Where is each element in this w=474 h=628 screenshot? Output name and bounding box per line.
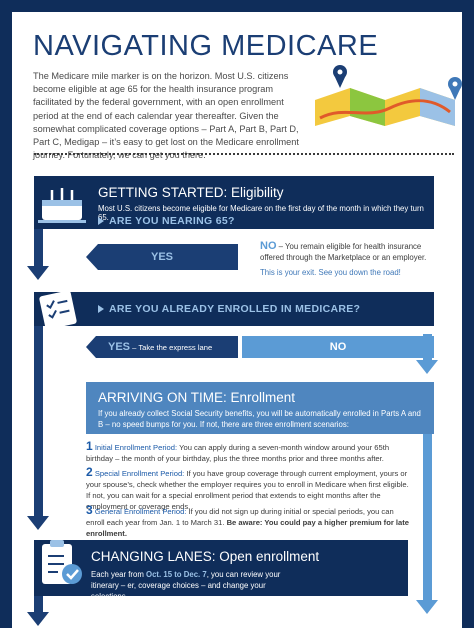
enrolled-banner: ARE YOU ALREADY ENROLLED IN MEDICARE? — [34, 292, 434, 326]
scenario-3: 3 General Enrollment Period: If you did … — [86, 503, 409, 538]
map-icon — [315, 65, 462, 126]
top-road-border — [0, 0, 474, 12]
enrollment-panel: ARRIVING ON TIME: Enrollment If you alre… — [86, 382, 434, 434]
yes-arrow-shape — [86, 336, 238, 358]
clipboard-check-icon — [42, 540, 82, 584]
section-subtext: If you already collect Social Security b… — [98, 409, 421, 429]
exit-text: This is your exit. See you down the road… — [260, 268, 401, 277]
arrow-down-icon — [27, 612, 49, 626]
question-already-enrolled: ARE YOU ALREADY ENROLLED IN MEDICARE? — [98, 303, 360, 315]
open-enrollment-banner: CHANGING LANES: Open enrollment Each yea… — [34, 540, 408, 601]
checklist-icon — [39, 290, 77, 330]
scenario-2: 2 Special Enrollment Period: If you have… — [86, 465, 409, 511]
right-road-border — [462, 0, 474, 628]
yes-label: YES — [150, 251, 173, 263]
question-nearing-65: ARE YOU NEARING 65? — [98, 215, 235, 227]
page-title: NAVIGATING MEDICARE — [33, 30, 379, 62]
eligibility-banner: GETTING STARTED: Eligibility Most U.S. c… — [34, 176, 434, 229]
open-enrollment-text: Each year from Oct. 15 to Dec. 7, you ca… — [91, 570, 281, 601]
birthday-cake-icon — [38, 188, 86, 223]
no-answer: NO – You remain eligible for health insu… — [260, 240, 427, 263]
arrow-down-icon — [27, 266, 49, 280]
left-road-border — [0, 0, 12, 628]
triangle-icon — [98, 305, 104, 314]
triangle-icon — [98, 217, 104, 226]
road-line — [34, 312, 43, 518]
section-heading: GETTING STARTED: Eligibility — [98, 185, 284, 200]
intro-paragraph: The Medicare mile marker is on the horiz… — [33, 71, 299, 161]
no-label: NO — [260, 240, 277, 252]
yes-label: YES — [108, 341, 131, 353]
dotted-divider — [34, 153, 454, 155]
road-line — [34, 592, 43, 616]
express-lane: YES – Take the express lane — [108, 341, 213, 353]
arrow-down-icon — [416, 360, 438, 374]
road-line — [423, 414, 432, 600]
scenario-1: 1 Initial Enrollment Period: You can app… — [86, 439, 390, 463]
arrow-down-icon — [27, 516, 49, 530]
section-heading: CHANGING LANES: Open enrollment — [91, 549, 320, 564]
arrow-down-icon — [416, 600, 438, 614]
section-heading: ARRIVING ON TIME: Enrollment — [98, 390, 296, 405]
yes-arrow-shape — [86, 244, 238, 270]
no-box: NO — [242, 336, 434, 358]
